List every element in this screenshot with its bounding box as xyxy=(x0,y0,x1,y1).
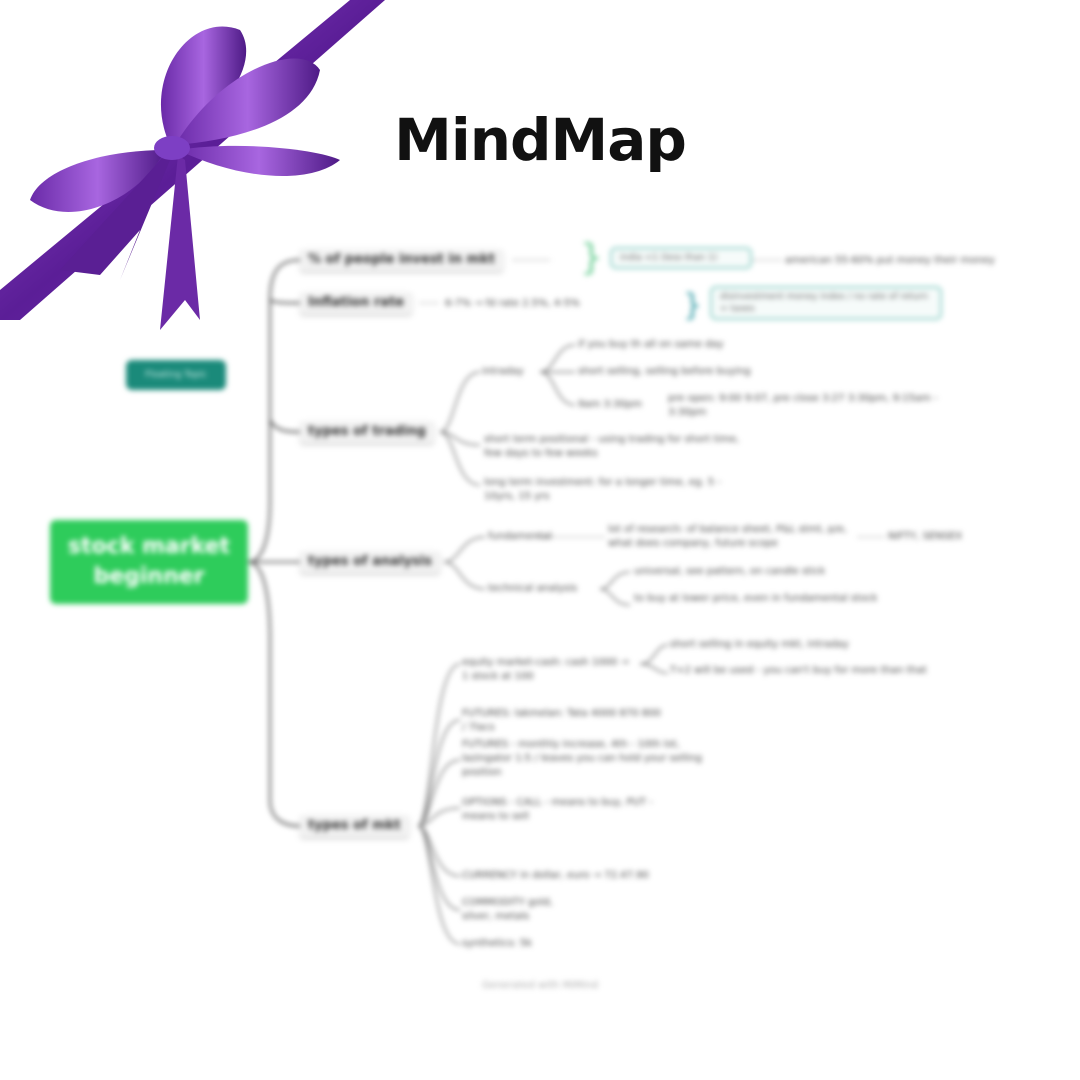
leaf-node: american 55-60% put money their money xyxy=(785,255,995,266)
leaf-node: T+2 will be used - you can't buy for mor… xyxy=(670,665,927,676)
root-node-line-1: stock market xyxy=(67,534,231,559)
boxed-note: disinvestment money index / no rate of r… xyxy=(710,286,942,320)
leaf-node: technical analysis xyxy=(488,583,578,594)
leaf-node: fundamental xyxy=(488,531,552,542)
leaf-node: equity market-cash: cash 1000 → 1 stock … xyxy=(462,657,629,682)
leaf-node: if you buy th all on same day xyxy=(578,339,724,350)
leaf-node: 6-7% → fd rate 2.5%, 4-5% xyxy=(445,298,580,309)
brace-icon: } xyxy=(580,237,603,278)
branch-inflation-rate[interactable]: Inflation rate xyxy=(300,292,413,314)
leaf-node: 9am 3:30pm xyxy=(578,399,642,410)
leaf-node: CURRENCY in dollar, euro → 72.47.90 xyxy=(462,870,649,881)
leaf-node: FUTURES - monthly increase, 4th - 10th l… xyxy=(462,739,702,778)
leaf-node: NIFTY, SENSEX xyxy=(888,531,963,542)
leaf-node: long term investment: for a longer time,… xyxy=(484,477,721,502)
page-title: MindMap xyxy=(394,106,687,174)
root-node[interactable]: stock market beginner xyxy=(50,520,248,604)
leaf-node: pre open: 9:00 9:07, pre close 3:27 3:30… xyxy=(668,393,938,418)
ribbon-bow-decoration xyxy=(0,0,385,330)
leaf-node: intraday xyxy=(482,366,524,377)
leaf-node: to buy at lower price, even in fundament… xyxy=(634,593,878,604)
leaf-node: OPTIONS - CALL - means to buy, PUT - mea… xyxy=(462,797,653,822)
leaf-node: short selling, selling before buying xyxy=(578,366,751,377)
brace-icon: } xyxy=(683,288,703,323)
branch-types-of-mkt[interactable]: types of mkt xyxy=(300,815,409,837)
leaf-node: synthetics: 5k xyxy=(462,938,532,949)
branch-types-of-trading[interactable]: types of trading xyxy=(300,421,434,443)
branch-types-of-analysis[interactable]: types of analysis xyxy=(300,551,440,573)
root-node-line-2: beginner xyxy=(93,564,205,589)
leaf-node: lot of research: of balance sheet, P&L s… xyxy=(608,524,847,549)
boxed-note: india <1 (less than 1) xyxy=(610,247,752,269)
leaf-node: short selling in equity mkt, intraday xyxy=(670,639,849,650)
leaf-node: universal, see pattern, on candle stick xyxy=(634,566,826,577)
leaf-node: COMMODITY gold, silver, metals xyxy=(462,897,553,922)
branch-invest-percent[interactable]: % of people invest in mkt xyxy=(300,249,503,271)
watermark-footer: Generated with MiMind xyxy=(481,980,599,991)
leaf-node: short term positional - using trading fo… xyxy=(484,434,740,459)
leaf-node: FUTURES: lakmelan: Tata 4000 870 800 / 7… xyxy=(462,708,661,733)
floating-topic-badge[interactable]: Floating Topic xyxy=(126,360,226,390)
